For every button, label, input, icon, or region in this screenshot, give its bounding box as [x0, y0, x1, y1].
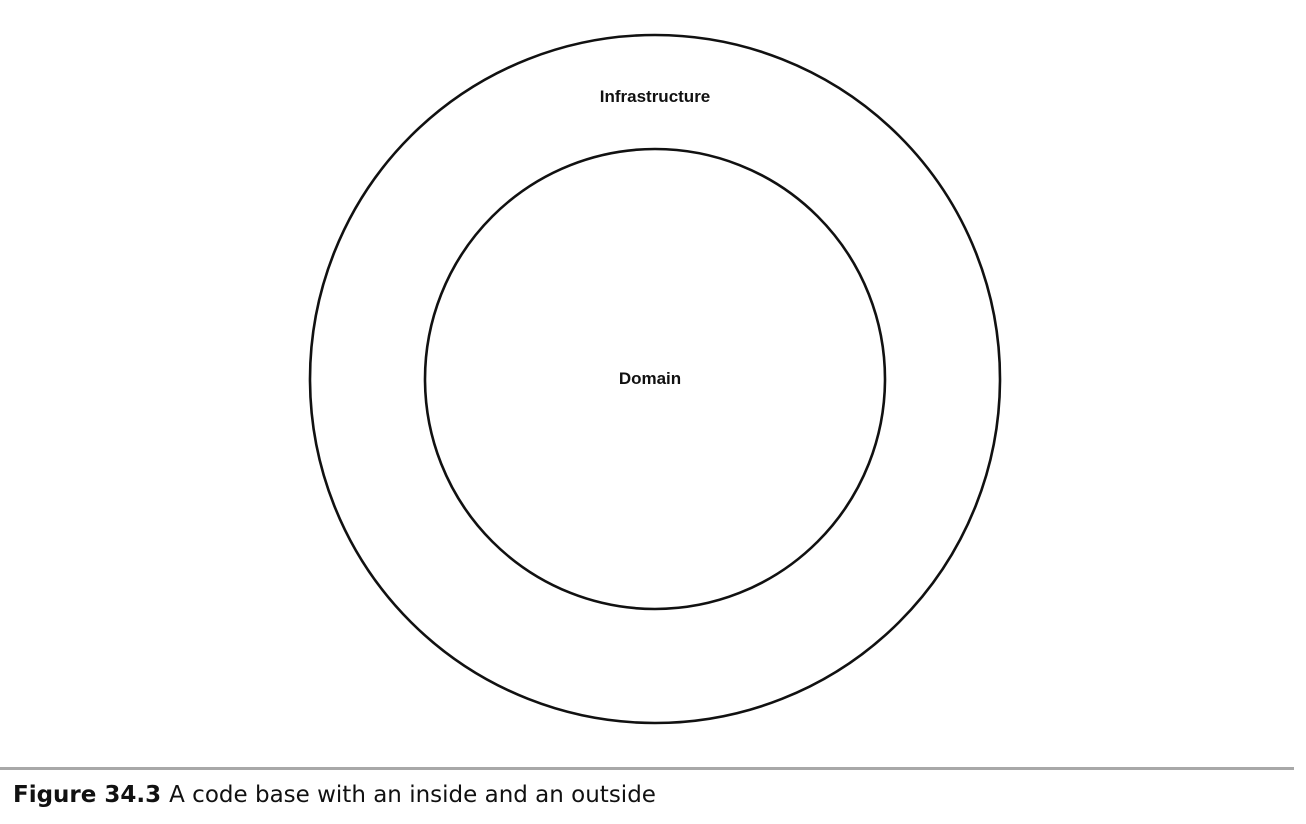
figure-caption-text: A code base with an inside and an outsid… [169, 782, 656, 808]
infrastructure-ring [308, 33, 1002, 725]
caption-divider [0, 767, 1294, 770]
domain-label: Domain [619, 369, 681, 388]
figure-number: Figure 34.3 [13, 782, 162, 808]
infrastructure-label: Infrastructure [600, 87, 711, 106]
figure-caption: Figure 34.3 A code base with an inside an… [13, 782, 656, 808]
concentric-layers-diagram: Infrastructure Domain [308, 33, 1002, 725]
domain-ring [423, 147, 887, 611]
